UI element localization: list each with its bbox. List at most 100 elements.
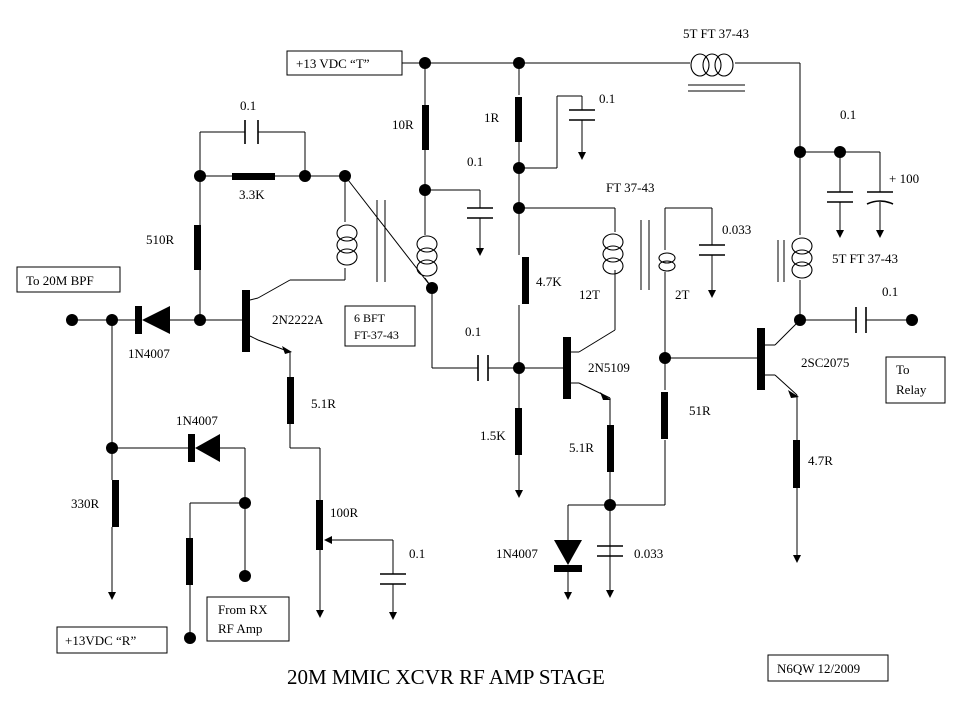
transistors xyxy=(242,290,799,400)
label-res-bias2: 4.7K xyxy=(536,274,562,289)
resistor-5-1r-q2 xyxy=(607,425,614,472)
capacitors xyxy=(244,109,894,585)
resistor-4-7k xyxy=(522,257,529,304)
supply-t-label: +13 VDC “T” xyxy=(296,56,370,71)
arrow-down-icon xyxy=(316,610,324,618)
resistors xyxy=(112,97,800,585)
label-q3: 2SC2075 xyxy=(801,355,849,370)
junction-dots xyxy=(66,57,918,644)
diode-1n4007-input xyxy=(135,306,170,334)
capacitor-feedback-0-1 xyxy=(244,120,259,144)
label-res-feedback2: 51R xyxy=(689,403,711,418)
from-rx-label-line1: From RX xyxy=(218,602,268,617)
arrow-down-icon xyxy=(515,490,523,498)
label-diode2: 1N4007 xyxy=(176,413,218,428)
label-diode3: 1N4007 xyxy=(496,546,538,561)
label-res-supply1: 10R xyxy=(392,117,414,132)
capacitor-coupling-0-1 xyxy=(477,355,489,381)
label-cap-coupling: 0.1 xyxy=(465,324,481,339)
to-relay-label-line2: Relay xyxy=(896,382,927,397)
resistor-from-rx xyxy=(186,538,193,585)
label-turns-2: 2T xyxy=(675,287,690,302)
resistor-51r xyxy=(661,392,668,439)
arrow-down-icon xyxy=(578,152,586,160)
resistor-10r xyxy=(422,105,429,150)
label-q1: 2N2222A xyxy=(272,312,324,327)
label-choke-top: 5T FT 37-43 xyxy=(683,26,749,41)
arrow-down-icon xyxy=(793,555,801,563)
from-rx-label-line2: RF Amp xyxy=(218,621,262,636)
label-cap-bypass1: 0.1 xyxy=(599,91,615,106)
label-cap-pot: 0.1 xyxy=(409,546,425,561)
arrow-down-icon xyxy=(708,290,716,298)
transistor-q2 xyxy=(563,337,611,400)
transistor-q1 xyxy=(242,290,292,354)
resistor-1r xyxy=(515,97,522,142)
resistor-510r xyxy=(194,225,201,270)
label-cap-feedback: 0.1 xyxy=(240,98,256,113)
label-res-330: 330R xyxy=(71,496,100,511)
credit-label: N6QW 12/2009 xyxy=(777,661,860,676)
capacitor-electrolytic-100 xyxy=(866,191,894,205)
diode-1n4007-bias xyxy=(188,434,220,462)
label-res-supply2: 1R xyxy=(484,110,500,125)
capacitor-0-033-bottom xyxy=(597,545,623,557)
resistor-3-3k xyxy=(232,173,275,180)
label-cap-out: 0.1 xyxy=(882,284,898,299)
capacitor-bypass-1r xyxy=(569,109,595,121)
label-diode1: 1N4007 xyxy=(128,346,170,361)
transformer-label-line1: 6 BFT xyxy=(354,311,386,325)
boxed-labels: +13 VDC “T” To 20M BPF 6 BFT FT-37-43 +1… xyxy=(16,50,946,682)
diode-1n4007-bottom xyxy=(554,540,582,572)
label-cap-bypass3: 0.033 xyxy=(722,222,751,237)
component-labels: 0.1 3.3K 510R 10R 1R 0.1 0.1 FT 37-43 0.… xyxy=(71,26,919,561)
transformer-ft37-43 xyxy=(602,220,676,290)
resistor-4-7r xyxy=(793,440,800,488)
arrow-down-icon xyxy=(389,612,397,620)
label-res-bias3: 1.5K xyxy=(480,428,506,443)
label-pot: 100R xyxy=(330,505,359,520)
capacitor-supply-0-1 xyxy=(827,191,853,203)
capacitor-bypass-10r xyxy=(467,207,493,219)
inductors xyxy=(336,53,813,290)
label-res-emitter3: 4.7R xyxy=(808,453,833,468)
arrow-down-icon xyxy=(876,230,884,238)
label-cap-electrolytic: + 100 xyxy=(889,171,919,186)
arrow-down-icon xyxy=(836,230,844,238)
label-cap-bypass2: 0.1 xyxy=(467,154,483,169)
arrow-down-icon xyxy=(108,592,116,600)
arrow-down-icon xyxy=(564,592,572,600)
choke-5t-output xyxy=(777,237,813,282)
diagram-title: 20M MMIC XCVR RF AMP STAGE xyxy=(287,665,605,689)
label-res-emitter1: 5.1R xyxy=(311,396,336,411)
wires xyxy=(72,62,912,638)
label-cap-supply-out: 0.1 xyxy=(840,107,856,122)
resistor-1-5k xyxy=(515,408,522,455)
capacitor-pot-0-1 xyxy=(380,573,406,585)
label-q2: 2N5109 xyxy=(588,360,630,375)
choke-5t-top xyxy=(688,53,745,92)
potentiometer-100r xyxy=(316,500,323,550)
label-toroid-mid: FT 37-43 xyxy=(606,180,655,195)
label-cap-diode: 0.033 xyxy=(634,546,663,561)
label-res-feedback: 3.3K xyxy=(239,187,265,202)
capacitor-output-0-1 xyxy=(855,307,867,333)
emitter-arrow-icon xyxy=(600,392,611,400)
supply-r-label: +13VDC “R” xyxy=(65,633,136,648)
label-choke-out: 5T FT 37-43 xyxy=(832,251,898,266)
transformer-label-line2: FT-37-43 xyxy=(354,328,399,342)
transformer-6bft xyxy=(336,200,438,282)
diodes xyxy=(135,306,582,572)
to-relay-label-line1: To xyxy=(896,362,910,377)
ground-arrows xyxy=(108,152,884,620)
emitter-arrow-icon xyxy=(282,346,292,354)
emitter-arrow-icon xyxy=(788,390,799,398)
label-res-emitter2: 5.1R xyxy=(569,440,594,455)
to-bpf-label: To 20M BPF xyxy=(26,273,94,288)
resistor-330r xyxy=(112,480,119,527)
label-turns-12: 12T xyxy=(579,287,600,302)
resistor-5-1r-q1 xyxy=(287,377,294,424)
pot-wiper-arrow-icon xyxy=(324,536,332,544)
label-res-bias1: 510R xyxy=(146,232,175,247)
